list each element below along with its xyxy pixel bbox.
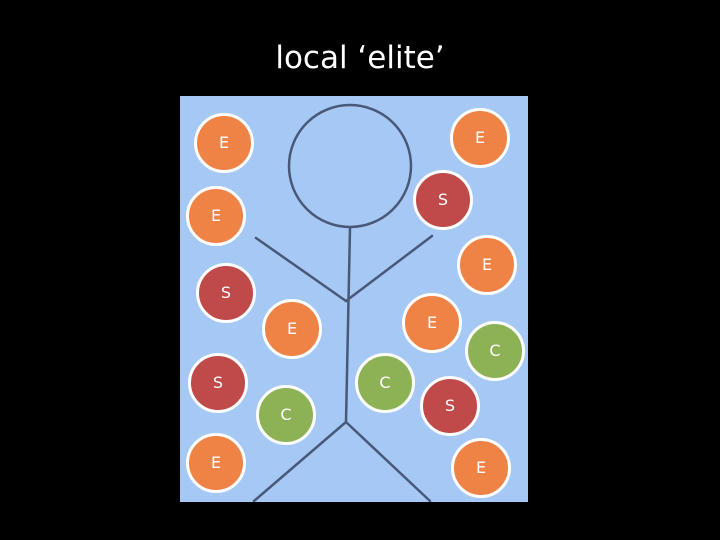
token-c: C bbox=[256, 385, 316, 445]
figure-body bbox=[344, 226, 352, 424]
token-s: S bbox=[188, 353, 248, 413]
stick-figure bbox=[252, 103, 434, 502]
token-c: C bbox=[355, 353, 415, 413]
token-s: S bbox=[420, 376, 480, 436]
token-e: E bbox=[186, 433, 246, 493]
diagram-panel: E E S E E S E E C S C C S E E bbox=[180, 96, 528, 502]
slide-title: local ‘elite’ bbox=[275, 40, 445, 76]
figure-head bbox=[287, 103, 413, 229]
token-e: E bbox=[262, 299, 322, 359]
token-e: E bbox=[451, 438, 511, 498]
token-e: E bbox=[186, 186, 246, 246]
token-e: E bbox=[402, 293, 462, 353]
figure-right-arm bbox=[344, 234, 434, 303]
token-e: E bbox=[194, 113, 254, 173]
figure-left-leg bbox=[252, 420, 348, 502]
figure-left-arm bbox=[254, 236, 348, 303]
token-e: E bbox=[457, 235, 517, 295]
token-c: C bbox=[465, 321, 525, 381]
token-s: S bbox=[196, 263, 256, 323]
token-e: E bbox=[450, 108, 510, 168]
figure-right-leg bbox=[344, 420, 432, 502]
token-s: S bbox=[413, 170, 473, 230]
